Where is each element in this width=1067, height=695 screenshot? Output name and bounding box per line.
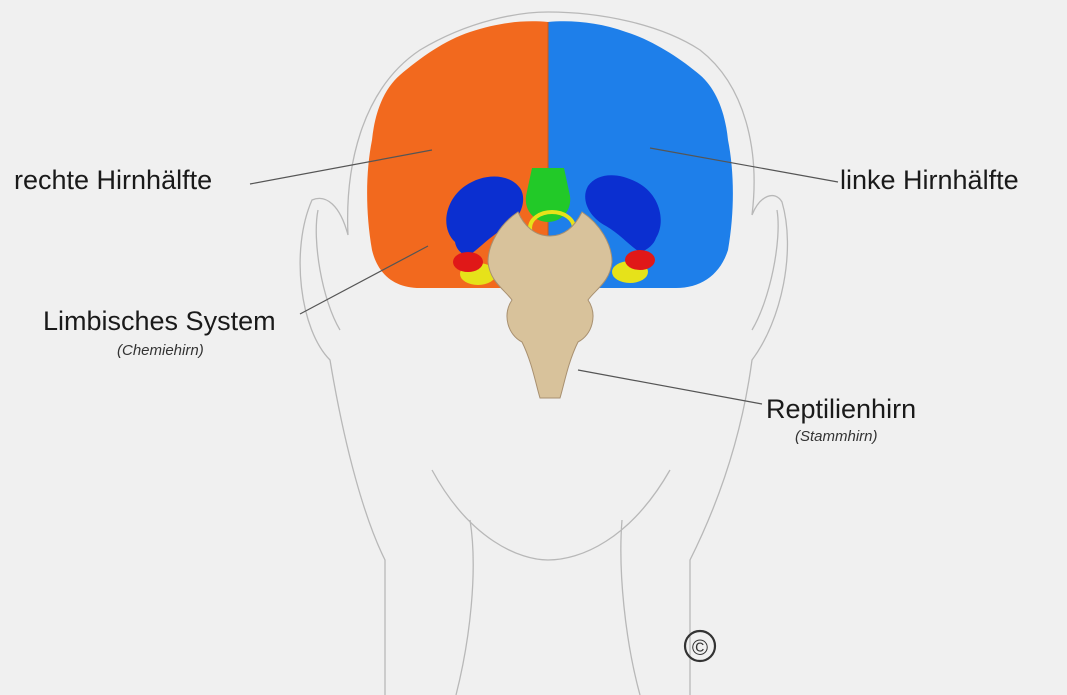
label-right-hemisphere: rechte Hirnhälfte: [14, 165, 213, 195]
leader-lines: [249, 147, 839, 405]
head-contour: [299, 11, 789, 695]
right-ear-inner: [315, 209, 341, 331]
limbic-red-left: [625, 250, 655, 270]
left-hemisphere-shape: [548, 21, 733, 288]
copyright-symbol: ©: [692, 635, 708, 660]
neck-line-right: [620, 519, 641, 695]
label-reptilian-brain: Reptilienhirn: [766, 394, 917, 424]
limbic-red-right: [453, 252, 483, 272]
label-left-hemisphere: linke Hirnhälfte: [840, 165, 1019, 195]
leader-reptilian-brain: [577, 369, 763, 405]
neck-line-left: [455, 519, 474, 695]
chin-contour: [431, 469, 671, 561]
leader-limbic-system: [299, 245, 429, 315]
limbic-system-shapes: [446, 168, 661, 285]
copyright-circle: [683, 629, 717, 663]
limbic-green: [525, 168, 571, 222]
label-reptilian-brain-sub: (Stammhirn): [795, 428, 878, 445]
head-outline: [299, 11, 789, 695]
leader-right-hemisphere: [249, 149, 433, 185]
label-limbic-system: Limbisches System: [43, 306, 276, 336]
left-ear-inner: [751, 209, 779, 331]
limbic-blue-right: [446, 176, 524, 256]
brainstem-shape: [487, 211, 613, 399]
label-limbic-system-sub: (Chemiehirn): [117, 342, 204, 359]
limbic-blue-left: [585, 175, 661, 252]
leader-left-hemisphere: [649, 147, 839, 183]
